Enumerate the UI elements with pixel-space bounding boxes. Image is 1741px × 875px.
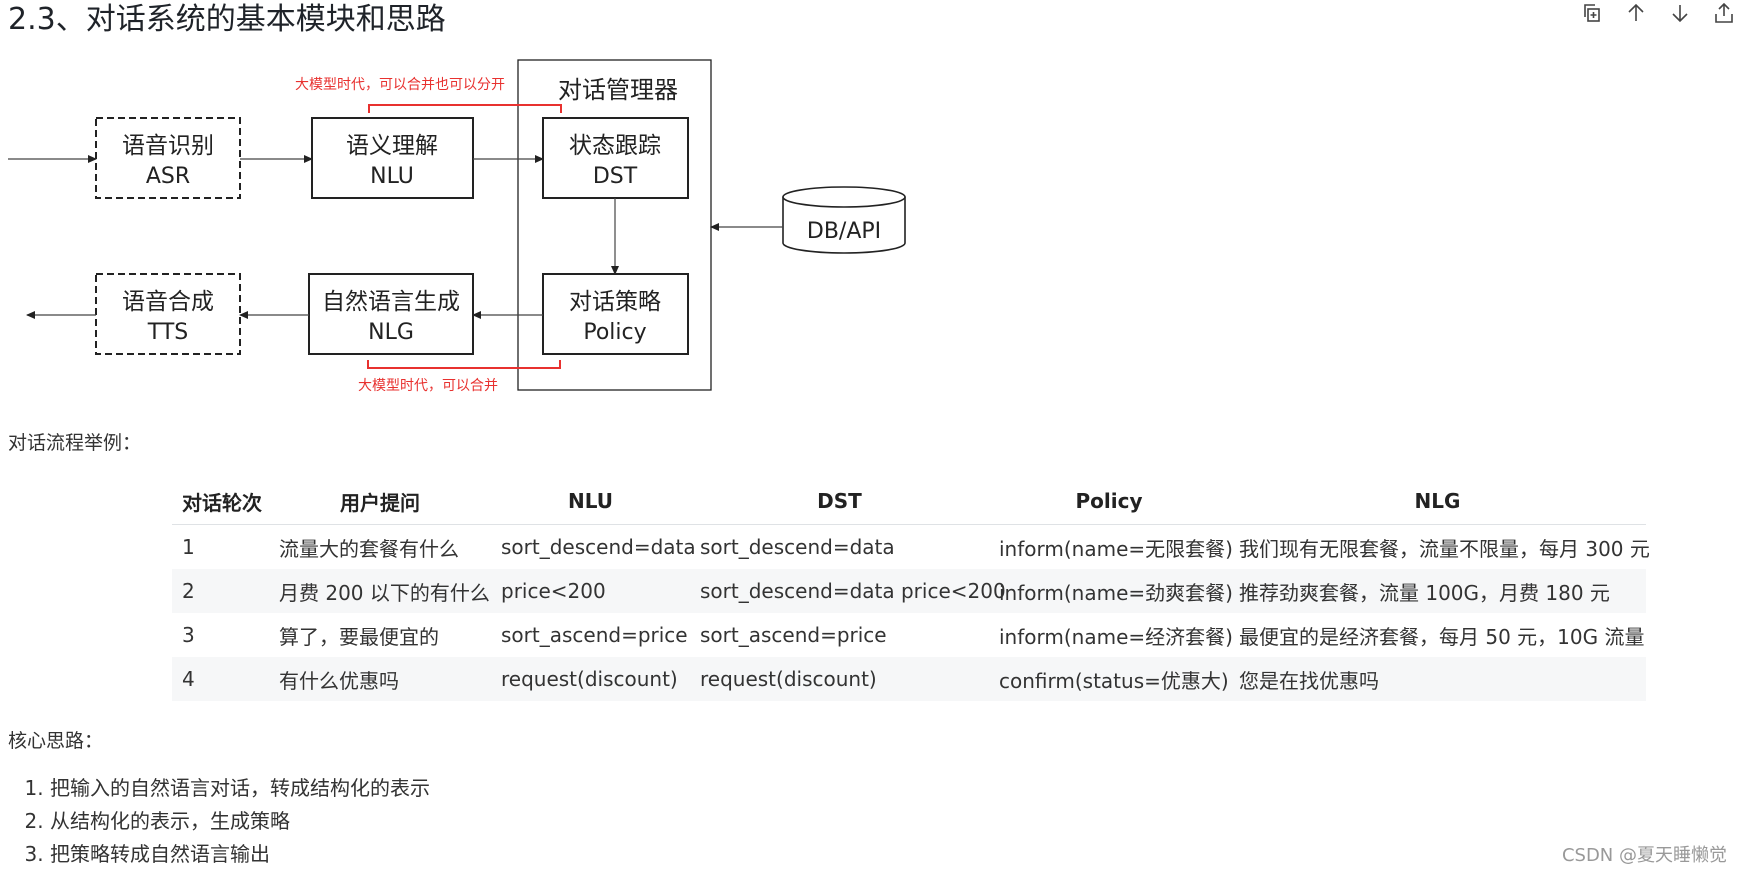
cell-policy: inform(name=无限套餐) — [999, 536, 1233, 561]
cell-user-question: 有什么优惠吗 — [269, 657, 491, 701]
flow-table-container: 对话轮次 用户提问 NLU DST Policy NLG 1 流量大的套餐有什么… — [172, 478, 1650, 701]
list-item: 把输入的自然语言对话，转成结构化的表示 — [50, 772, 430, 805]
cell-policy: confirm(status=优惠大) — [989, 657, 1229, 701]
cell-nlu: price<200 — [491, 569, 690, 613]
cell-nlg: 最便宜的是经济套餐，每月 50 元，10G 流量 — [1239, 624, 1645, 649]
nlu-title: 语义理解 — [346, 133, 438, 159]
cell-turn: 2 — [172, 569, 269, 613]
merge-bracket-bottom — [367, 360, 561, 369]
nlg-subtitle: NLG — [368, 320, 414, 345]
merge-bracket-top — [368, 104, 562, 113]
cell-dst: sort_ascend=price — [700, 623, 887, 647]
cell-user-question: 流量大的套餐有什么 — [279, 536, 459, 561]
db-api-cylinder — [782, 186, 906, 254]
header-dst: DST — [690, 478, 989, 525]
section-heading: 2.3、对话系统的基本模块和思路 — [8, 2, 446, 37]
cell-dst: sort_descend=data price<200 — [690, 569, 1006, 613]
dst-title: 状态跟踪 — [569, 133, 661, 159]
cell-nlu: request(discount) — [491, 657, 690, 701]
cell-dst: sort_descend=data — [700, 535, 895, 559]
copy-icon[interactable] — [1579, 0, 1605, 26]
block-toolbar — [1579, 0, 1737, 26]
cell-nlu: sort_ascend=price — [501, 623, 688, 647]
table-header-row: 对话轮次 用户提问 NLU DST Policy NLG — [172, 478, 1646, 525]
tts-subtitle: TTS — [147, 320, 188, 345]
asr-subtitle: ASR — [146, 164, 190, 189]
cell-user-question: 算了，要最便宜的 — [279, 624, 439, 649]
cell-turn: 4 — [172, 657, 269, 701]
core-idea-label: 核心思路： — [8, 730, 104, 752]
header-turn: 对话轮次 — [172, 478, 269, 525]
flow-example-label: 对话流程举例： — [8, 432, 142, 454]
policy-title: 对话策略 — [569, 289, 661, 315]
export-icon[interactable] — [1711, 0, 1737, 26]
cell-policy: inform(name=经济套餐) — [999, 624, 1233, 649]
tts-box — [95, 273, 241, 355]
asr-title: 语音识别 — [122, 133, 214, 159]
dialog-manager-title: 对话管理器 — [558, 76, 678, 104]
arrow-up-icon[interactable] — [1623, 0, 1649, 26]
arrow-down-icon[interactable] — [1667, 0, 1693, 26]
table-row: 1 流量大的套餐有什么 sort_descend=data sort_desce… — [172, 525, 1650, 570]
table-row: 4 有什么优惠吗 request(discount) request(disco… — [172, 657, 1646, 701]
dst-subtitle: DST — [593, 164, 638, 189]
header-policy: Policy — [989, 478, 1229, 525]
cell-turn: 1 — [182, 535, 195, 559]
core-idea-list: 把输入的自然语言对话，转成结构化的表示 从结构化的表示，生成策略 把策略转成自然… — [0, 772, 430, 871]
policy-subtitle: Policy — [583, 320, 646, 345]
table-row: 2 月费 200 以下的有什么 price<200 sort_descend=d… — [172, 569, 1646, 613]
header-nlu: NLU — [491, 478, 690, 525]
table-row: 3 算了，要最便宜的 sort_ascend=price sort_ascend… — [172, 613, 1646, 657]
list-item: 从结构化的表示，生成策略 — [50, 805, 430, 838]
header-nlg: NLG — [1229, 478, 1646, 525]
cell-policy: inform(name=劲爽套餐) — [989, 569, 1233, 613]
cell-user-question: 月费 200 以下的有什么 — [269, 569, 491, 613]
nlu-subtitle: NLU — [370, 164, 414, 189]
list-item: 把策略转成自然语言输出 — [50, 838, 430, 871]
flow-table: 对话轮次 用户提问 NLU DST Policy NLG 1 流量大的套餐有什么… — [172, 478, 1650, 701]
csdn-watermark: CSDN @夏天睡懒觉 — [1561, 845, 1727, 866]
merge-note-top: 大模型时代，可以合并也可以分开 — [295, 77, 505, 93]
header-user-question: 用户提问 — [269, 478, 491, 525]
cell-dst: request(discount) — [690, 657, 989, 701]
db-api-label: DB/API — [807, 219, 881, 244]
dialog-system-diagram: 对话管理器 语音识别 ASR 语义理解 NLU 状态跟踪 DST 语音合成 TT… — [8, 59, 906, 394]
cell-nlu: sort_descend=data — [501, 535, 696, 559]
cell-nlg: 我们现有无限套餐，流量不限量，每月 300 元 — [1239, 536, 1650, 561]
cell-turn: 3 — [182, 623, 195, 647]
cell-nlg: 推荐劲爽套餐，流量 100G，月费 180 元 — [1229, 569, 1646, 613]
tts-title: 语音合成 — [122, 289, 214, 315]
cell-nlg: 您是在找优惠吗 — [1229, 657, 1646, 701]
nlg-title: 自然语言生成 — [322, 289, 460, 315]
merge-note-bottom: 大模型时代，可以合并 — [358, 378, 498, 394]
